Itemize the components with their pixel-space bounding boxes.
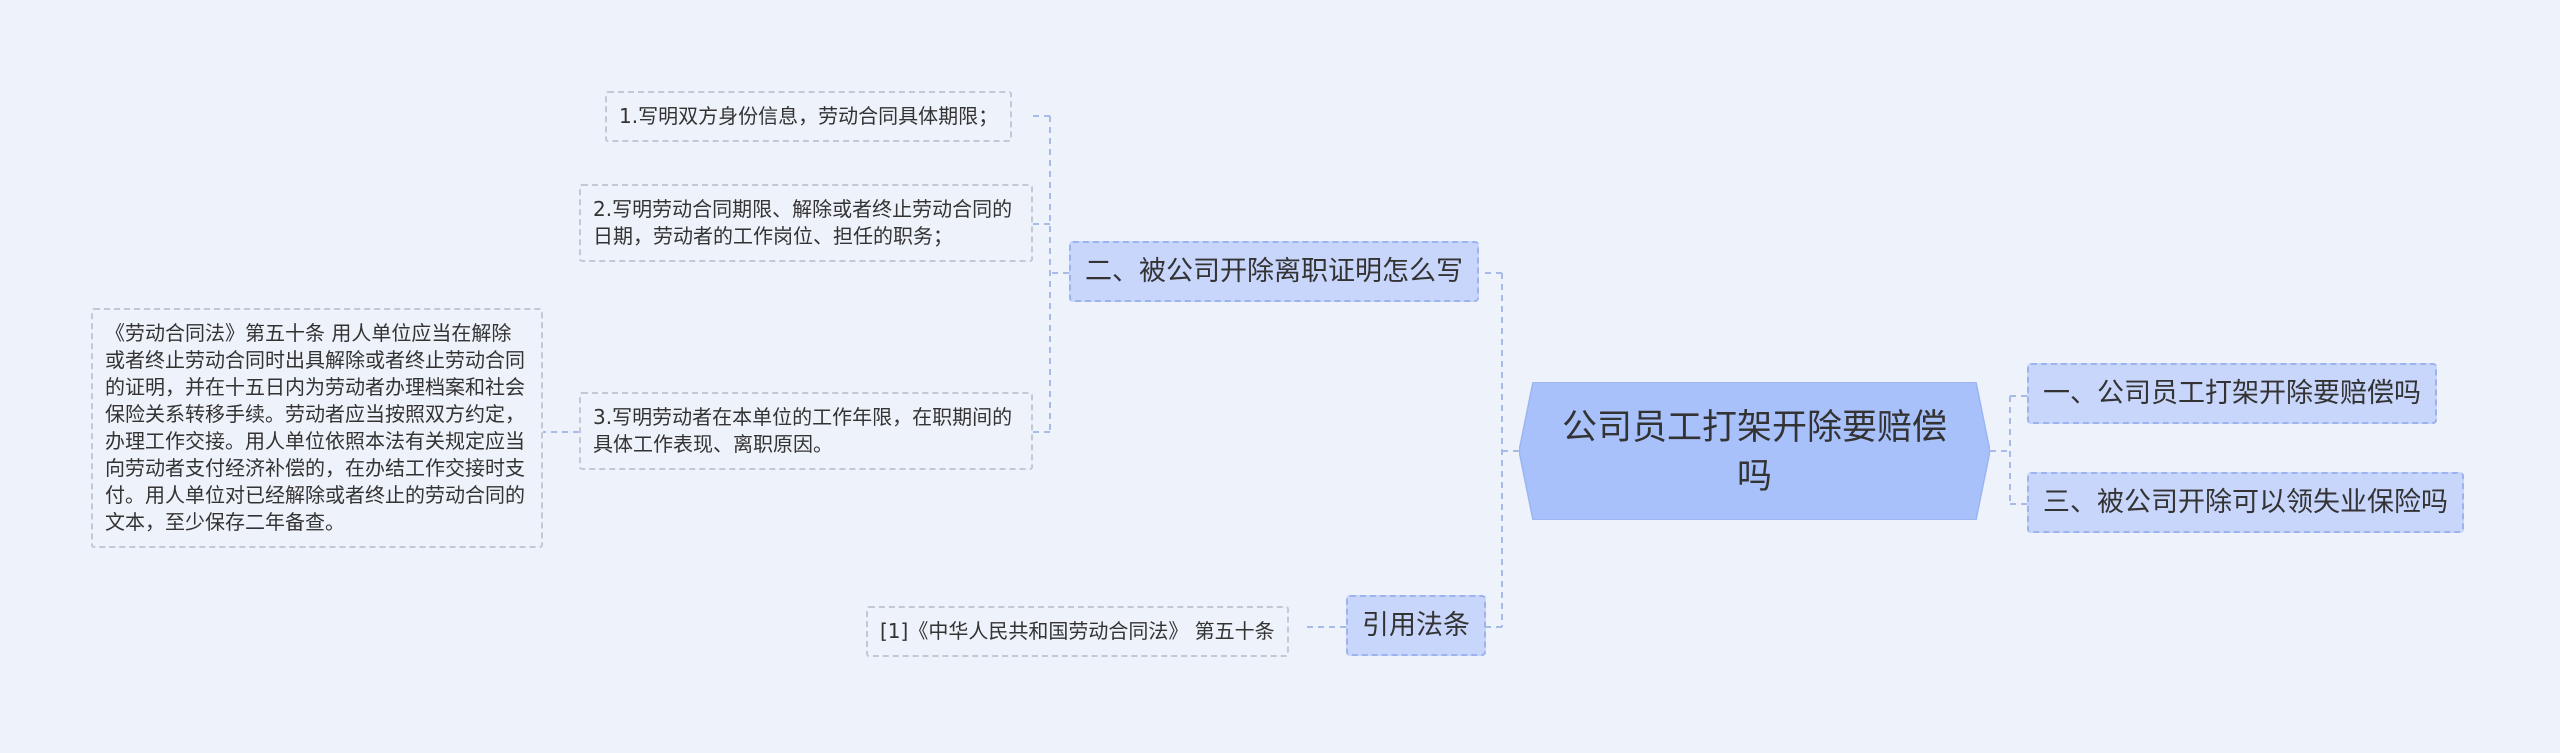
detail-item-2[interactable]: 2.写明劳动合同期限、解除或者终止劳动合同的日期，劳动者的工作岗位、担任的职务； (579, 184, 1033, 262)
law-article-text[interactable]: 《劳动合同法》第五十条 用人单位应当在解除或者终止劳动合同时出具解除或者终止劳动… (91, 308, 543, 548)
branch-two-label: 二、被公司开除离职证明怎么写 (1085, 256, 1463, 287)
branch-one[interactable]: 一、公司员工打架开除要赔偿吗 (2027, 363, 2437, 424)
law-article-text-content: 《劳动合同法》第五十条 用人单位应当在解除或者终止劳动合同时出具解除或者终止劳动… (105, 321, 525, 534)
branch-cite-label: 引用法条 (1362, 610, 1470, 641)
detail-item-2-text: 2.写明劳动合同期限、解除或者终止劳动合同的日期，劳动者的工作岗位、担任的职务； (593, 197, 1013, 248)
central-topic-shape (1519, 382, 1990, 520)
central-topic[interactable]: 公司员工打架开除要赔偿吗 (1519, 382, 1990, 520)
detail-item-1-text: 1.写明双方身份信息，劳动合同具体期限； (619, 104, 999, 128)
detail-item-1[interactable]: 1.写明双方身份信息，劳动合同具体期限； (605, 91, 1013, 142)
detail-item-3-text: 3.写明劳动者在本单位的工作年限，在职期间的具体工作表现、离职原因。 (593, 405, 1013, 456)
branch-three-label: 三、被公司开除可以领失业保险吗 (2043, 487, 2448, 518)
branch-cite[interactable]: 引用法条 (1346, 595, 1486, 656)
branch-two[interactable]: 二、被公司开除离职证明怎么写 (1069, 241, 1479, 302)
law-reference[interactable]: [1]《中华人民共和国劳动合同法》 第五十条 (866, 606, 1289, 657)
branch-three[interactable]: 三、被公司开除可以领失业保险吗 (2027, 472, 2464, 533)
law-reference-text: [1]《中华人民共和国劳动合同法》 第五十条 (880, 619, 1275, 643)
detail-item-3[interactable]: 3.写明劳动者在本单位的工作年限，在职期间的具体工作表现、离职原因。 (579, 392, 1033, 470)
branch-one-label: 一、公司员工打架开除要赔偿吗 (2043, 378, 2421, 409)
central-topic-label: 公司员工打架开除要赔偿吗 (1561, 408, 1947, 497)
